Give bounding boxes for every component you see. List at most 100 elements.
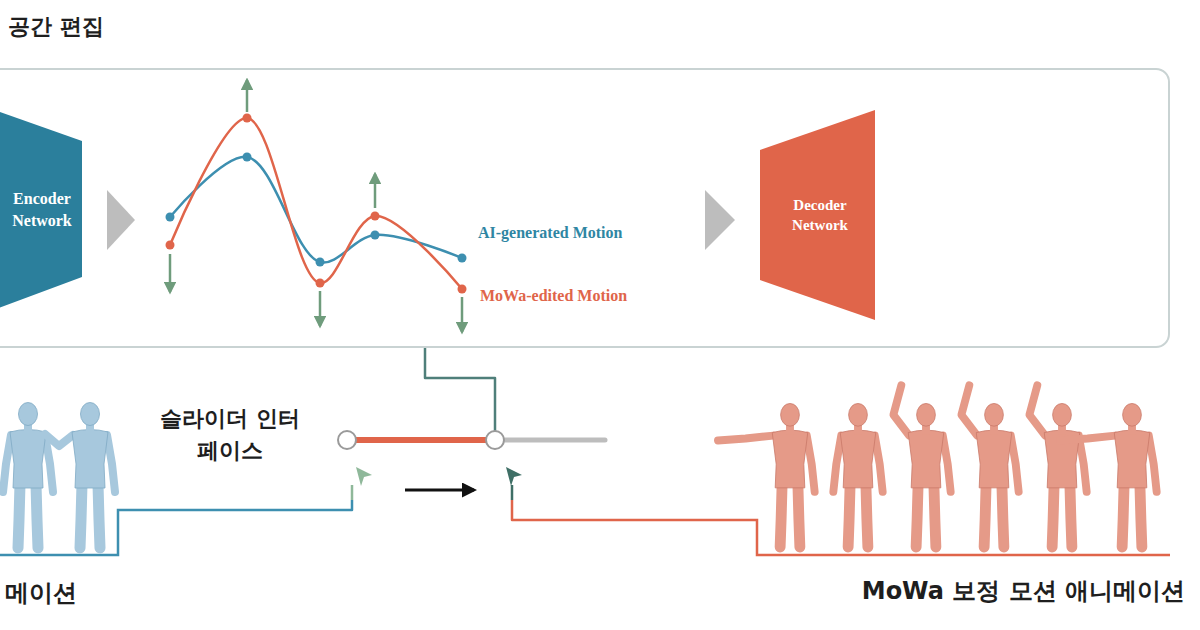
arm-shape (1079, 436, 1087, 492)
node-text: Encoder Network (2, 188, 82, 231)
connector-line (130, 500, 352, 510)
arm-shape (1029, 385, 1045, 435)
leg-shape (848, 484, 850, 547)
node-text: Decoder Network (775, 195, 865, 236)
edit-arrow (169, 254, 172, 292)
encoder-block: Encoder Network (0, 105, 82, 315)
keyframe-dot (166, 241, 175, 250)
arm-shape (718, 436, 773, 441)
torso-shape (1114, 430, 1150, 488)
leg-shape (1140, 484, 1142, 547)
motion-curve (170, 157, 462, 263)
keyframe-dot (458, 254, 467, 263)
arm-shape (943, 436, 951, 492)
connector-line (425, 348, 495, 395)
leg-shape (984, 484, 986, 547)
keyframe-dot (316, 279, 325, 288)
slider-handle (338, 431, 356, 449)
keyframe-dot (166, 213, 175, 222)
leg-shape (1070, 484, 1072, 547)
flow-chevron (107, 190, 135, 250)
torso-shape (976, 430, 1012, 488)
arm-shape (1060, 436, 1115, 441)
ai-animation-group: 메이션 (0, 390, 130, 615)
mannequin-figure (1029, 385, 1086, 547)
handle-wire (494, 395, 497, 431)
keyframe-dot (371, 231, 380, 240)
shape-art (0, 105, 82, 315)
mannequin-figure (3, 403, 53, 549)
edit-arrow (374, 174, 377, 208)
keyframe-dot (316, 258, 325, 267)
slider-interface: 슬라이더 인터페이스 (160, 395, 615, 500)
leg-shape (1122, 484, 1124, 547)
head-shape (781, 403, 800, 426)
head-shape (1053, 403, 1072, 426)
head-shape (1123, 403, 1142, 426)
node-text: 메이션 (5, 577, 130, 609)
leg-shape (866, 484, 868, 547)
node-text: 슬라이더 인터페이스 (160, 403, 300, 467)
mannequin-figure (961, 385, 1018, 547)
torso-shape (10, 430, 46, 489)
arm-shape (893, 385, 909, 435)
keyframe-dot (243, 153, 252, 162)
torso-shape (72, 430, 108, 489)
slider-track (495, 438, 605, 443)
head-shape (19, 403, 38, 426)
panel-border (0, 68, 1170, 348)
head-shape (985, 403, 1004, 426)
arm-shape (875, 436, 883, 492)
head-shape (917, 403, 936, 426)
mowa-animation-group: MoWa 보정 모션 애니메이션 (740, 375, 1195, 615)
mannequin-figure (718, 403, 815, 547)
edit-arrow (246, 80, 249, 112)
arm-shape (107, 435, 115, 492)
torso-shape (840, 430, 876, 488)
arm-shape (1149, 436, 1157, 492)
leg-shape (916, 484, 918, 547)
slider-handle (486, 431, 504, 449)
node-text: MoWa 보정 모션 애니메이션 (862, 575, 1185, 607)
motion-curve (170, 118, 462, 289)
edit-arrow (319, 291, 322, 326)
arm-shape (1011, 436, 1019, 492)
decoder-block: Decoder Network (760, 110, 875, 320)
torso-shape (908, 430, 944, 488)
mannequin-figure (1060, 403, 1157, 547)
keyframe-dot (371, 212, 380, 221)
mannequin-figure (893, 385, 950, 547)
node-text: 공간 편집 (8, 12, 104, 42)
connector-line (512, 500, 740, 520)
leg-shape (1002, 484, 1004, 547)
direction-arrow (405, 489, 474, 492)
arm-shape (45, 434, 73, 446)
cursor-wire (511, 485, 514, 500)
leg-shape (80, 484, 82, 548)
cursor-pointer (506, 467, 522, 486)
head-shape (849, 403, 868, 426)
arm-shape (833, 436, 841, 492)
leg-shape (1052, 484, 1054, 547)
motion-plot (166, 114, 467, 294)
leg-shape (798, 484, 800, 547)
arm-shape (3, 435, 11, 492)
leg-shape (934, 484, 936, 547)
edit-arrow (461, 297, 464, 332)
keyframe-dot (243, 114, 252, 123)
decoder-trapezoid (760, 110, 875, 320)
torso-shape (772, 430, 808, 488)
arm-shape (807, 436, 815, 492)
curve-label: AI-generated Motion (478, 224, 622, 242)
keyframe-dot (458, 285, 467, 294)
leg-shape (98, 484, 100, 548)
head-shape (81, 403, 100, 426)
arm-shape (961, 385, 977, 435)
mannequin-figure (45, 403, 115, 549)
slider-fill (347, 437, 495, 443)
leg-shape (780, 484, 782, 547)
cursor-pointer (356, 467, 372, 486)
leg-shape (36, 484, 38, 548)
